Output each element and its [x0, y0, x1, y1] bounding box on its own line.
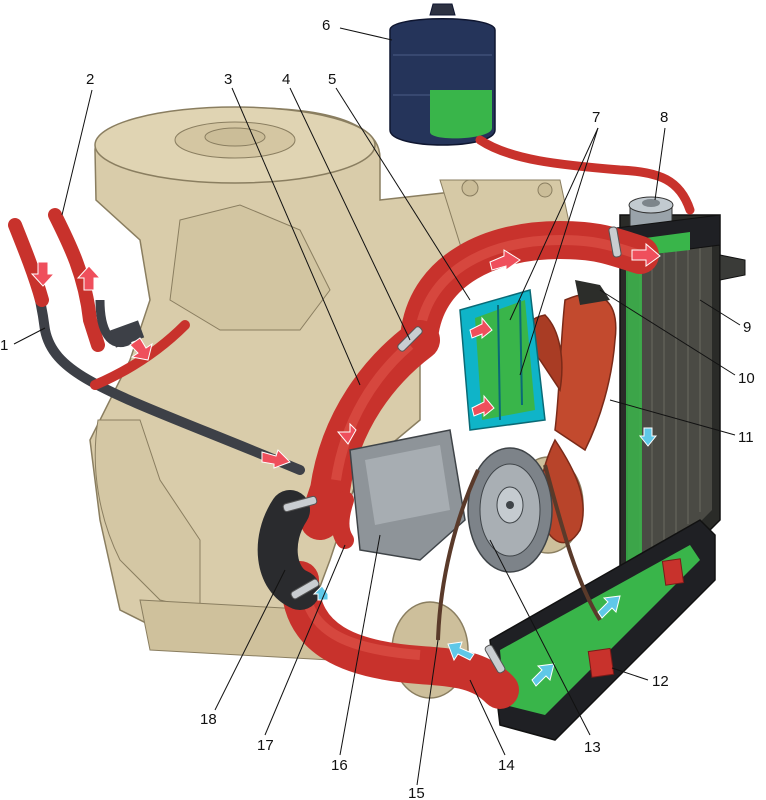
- tank-hose: [475, 135, 695, 215]
- callout-16: 16: [331, 757, 348, 774]
- callout-15: 15: [408, 785, 425, 800]
- callout-17: 17: [257, 737, 274, 754]
- heater-hoses: [8, 208, 305, 475]
- callout-7: 7: [592, 109, 600, 126]
- cold-flow-arrows: [312, 427, 658, 687]
- callout-13: 13: [584, 739, 601, 756]
- callout-12: 12: [652, 673, 669, 690]
- drive-belt: [436, 464, 602, 641]
- callout-2: 2: [86, 71, 94, 88]
- callout-10: 10: [738, 370, 755, 387]
- callout-9: 9: [743, 319, 751, 336]
- water-pump: [349, 429, 553, 573]
- callout-4: 4: [282, 71, 290, 88]
- callout-5: 5: [328, 71, 336, 88]
- callout-1: 1: [0, 337, 8, 354]
- callout-14: 14: [498, 757, 515, 774]
- callout-8: 8: [660, 109, 668, 126]
- hot-flow-arrows: [30, 242, 661, 469]
- callout-18: 18: [200, 711, 217, 728]
- expansion-tank: [389, 3, 496, 146]
- callout-6: 6: [322, 17, 330, 34]
- callout-3: 3: [224, 71, 232, 88]
- callout-labels: 1 2 3 4 5 6 7 8 9 10 11 12 13 14 15 16 1…: [0, 17, 755, 800]
- leader-lines: [13, 27, 741, 786]
- callout-11: 11: [738, 429, 754, 446]
- main-hoses: [257, 220, 659, 709]
